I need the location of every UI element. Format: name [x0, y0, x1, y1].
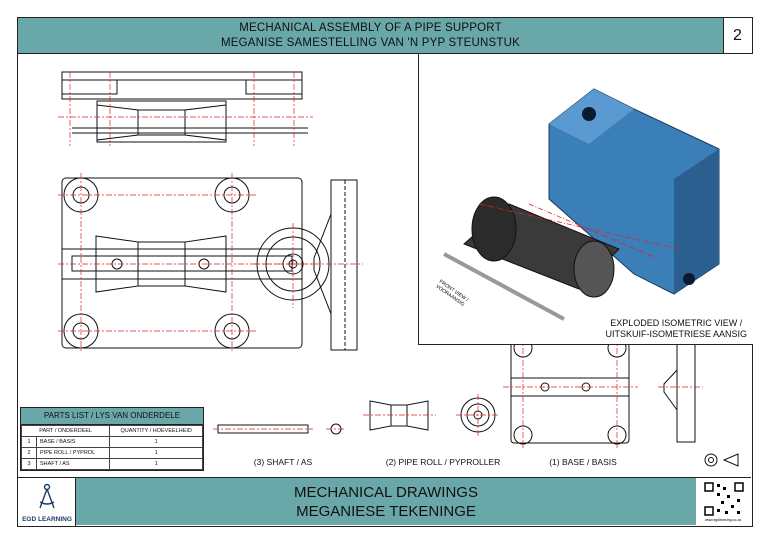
- part-qty: 1: [109, 436, 203, 448]
- parts-list-title: PARTS LIST / LYS VAN ONDERDELE: [21, 408, 203, 425]
- title-bar: MECHANICAL ASSEMBLY OF A PIPE SUPPORT ME…: [18, 18, 724, 54]
- orthographic-drawings: [58, 71, 739, 467]
- top-view: [61, 71, 308, 143]
- drawing-sheet: MECHANICAL ASSEMBLY OF A PIPE SUPPORT ME…: [17, 17, 753, 527]
- qr-code-icon: www.egdlearning.co.za: [697, 481, 749, 523]
- parts-table: PART / ONDERDEEL QUANTITY / HOEVEELHEID …: [20, 425, 203, 470]
- shaft-label: (3) SHAFT / AS: [253, 457, 313, 467]
- footer-title-line-1: MECHANICAL DRAWINGS: [294, 484, 478, 501]
- table-row: 2 PIPE ROLL / PYPROL 1: [21, 447, 203, 459]
- page-number: 2: [723, 18, 752, 54]
- part-num: 3: [21, 458, 37, 470]
- side-view: [256, 179, 358, 351]
- part-qty: 1: [109, 458, 203, 470]
- footer: EGD LEARNING MECHANICAL DRAWINGS MEGANIE…: [18, 477, 751, 526]
- part-num: 1: [21, 436, 37, 448]
- part-name: BASE / BASIS: [35, 436, 111, 448]
- isometric-caption: EXPLODED ISOMETRIC VIEW / UITSKUIF-ISOME…: [605, 318, 747, 340]
- isometric-caption-line-1: EXPLODED ISOMETRIC VIEW /: [610, 318, 743, 328]
- parts-list: PARTS LIST / LYS VAN ONDERDELE PART / ON…: [20, 407, 204, 471]
- parts-col-part: PART / ONDERDEEL: [20, 425, 111, 437]
- logo: EGD LEARNING: [18, 478, 76, 526]
- front-view-label: FRONT VIEW / VOORAANSIG: [434, 279, 470, 309]
- parts-header-row: PART / ONDERDEEL QUANTITY / HOEVEELHEID: [20, 425, 203, 437]
- title-line-2: MEGANISE SAMESTELLING VAN 'N PYP STEUNST…: [220, 37, 521, 49]
- footer-title-line-2: MEGANIESE TEKENINGE: [296, 503, 476, 520]
- table-row: 1 BASE / BASIS 1: [21, 436, 203, 448]
- projection-symbol: [704, 453, 739, 467]
- base-part-views: [510, 338, 696, 445]
- logo-text: EGD LEARNING: [22, 516, 72, 523]
- parts-col-qty: QUANTITY / HOEVEELHEID: [109, 425, 203, 437]
- part-num: 2: [21, 447, 37, 459]
- part-name: SHAFT / AS: [35, 458, 111, 470]
- part-qty: 1: [109, 447, 203, 459]
- footer-url: www.egdlearning.co.za: [705, 518, 741, 522]
- isometric-view-panel: FRONT VIEW / VOORAANSIG EXPLODED ISOMETR…: [418, 54, 753, 345]
- pipe-roll-label: (2) PIPE ROLL / PYPROLLER: [385, 457, 501, 467]
- part-name: PIPE ROLL / PYPROL: [35, 447, 111, 459]
- base-label: (1) BASE / BASIS: [549, 457, 617, 467]
- footer-title: MECHANICAL DRAWINGS MEGANIESE TEKENINGE: [76, 478, 696, 525]
- compass-icon: [39, 483, 55, 509]
- table-row: 3 SHAFT / AS 1: [21, 458, 203, 470]
- title-line-1: MECHANICAL ASSEMBLY OF A PIPE SUPPORT: [239, 22, 502, 34]
- shaft-part-view: [217, 423, 342, 435]
- isometric-caption-line-2: UITSKUIF-ISOMETRIESE AANSIG: [605, 329, 747, 339]
- exploded-isometric-illustration: FRONT VIEW / VOORAANSIG: [434, 88, 720, 321]
